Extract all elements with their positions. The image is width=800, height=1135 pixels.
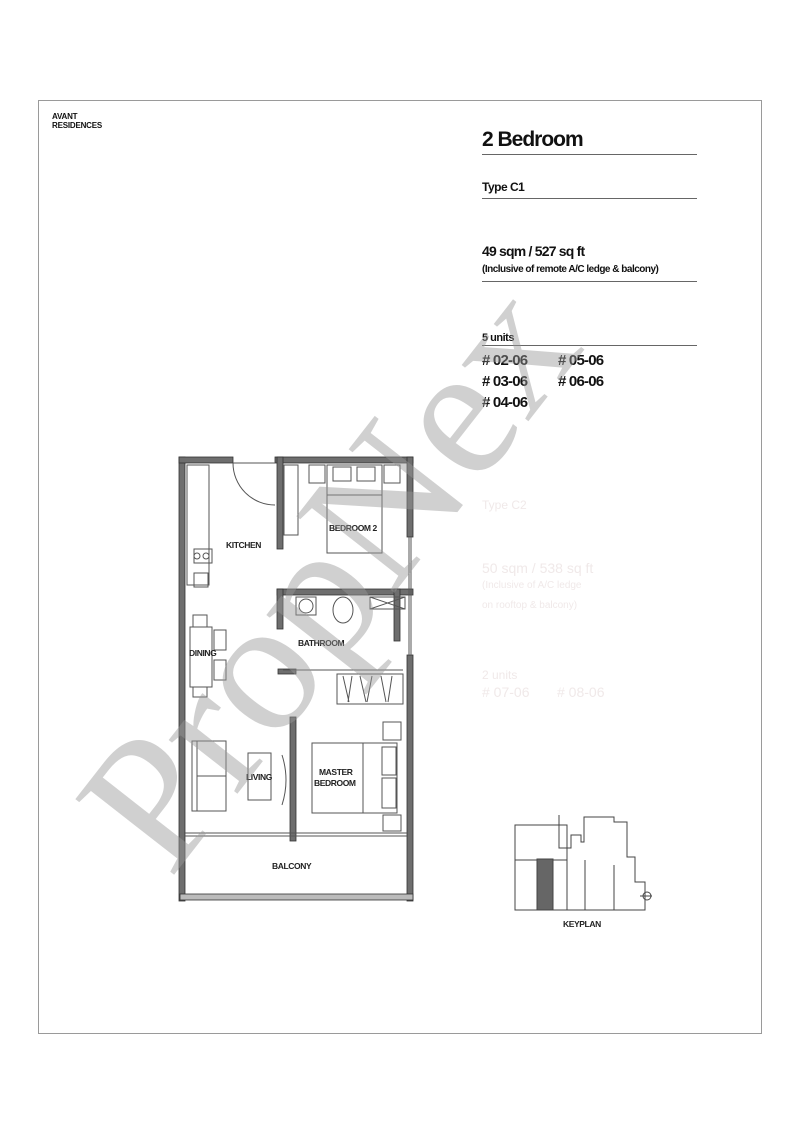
faded-unit-number: # 08-06 [557,684,605,700]
brand-logo: AVANT RESIDENCES [52,112,102,130]
unit-area-note: (Inclusive of remote A/C ledge & balcony… [482,264,697,282]
unit-type: Type C1 [482,180,697,199]
faded-unit-number: # 07-06 [482,684,530,700]
room-label-dining: DINING [189,648,217,658]
faded-area-note-2: on rooftop & balcony) [482,600,578,611]
faded-area: 50 sqm / 538 sq ft [482,560,594,576]
walls [178,456,414,902]
brand-line2: RESIDENCES [52,121,103,130]
keyplan-label: KEYPLAN [563,919,601,929]
unit-number: # 05-06 [558,352,604,369]
room-label-bathroom: BATHROOM [298,638,345,648]
faded-area-note-1: (Inclusive of A/C ledge [482,580,582,591]
keyplan [514,815,652,911]
room-label-bedroom2: BEDROOM 2 [329,523,378,533]
room-label-master-bedroom: BEDROOM [314,778,356,788]
room-label-balcony: BALCONY [272,861,312,871]
room-label-living: LIVING [246,772,273,782]
floor-plan [178,456,414,902]
unit-number: # 06-06 [558,373,604,390]
watermark: PropNex [38,244,619,906]
unit-area: 49 sqm / 527 sq ft [482,243,585,259]
units-count: 5 units [482,332,697,346]
unit-number-list: # 02-06 # 05-06 # 03-06 # 06-06 # 04-06 [482,350,638,413]
unit-title: 2 Bedroom [482,128,697,155]
faded-units-count: 2 units [482,668,518,682]
room-label-kitchen: KITCHEN [226,540,261,550]
room-label-master: MASTER [319,767,353,777]
page-frame [38,100,762,1034]
brand-line1: AVANT [52,112,78,121]
unit-number: # 02-06 [482,352,528,369]
unit-number: # 04-06 [482,394,528,411]
unit-number: # 03-06 [482,373,528,390]
faded-type: Type C2 [482,498,527,512]
